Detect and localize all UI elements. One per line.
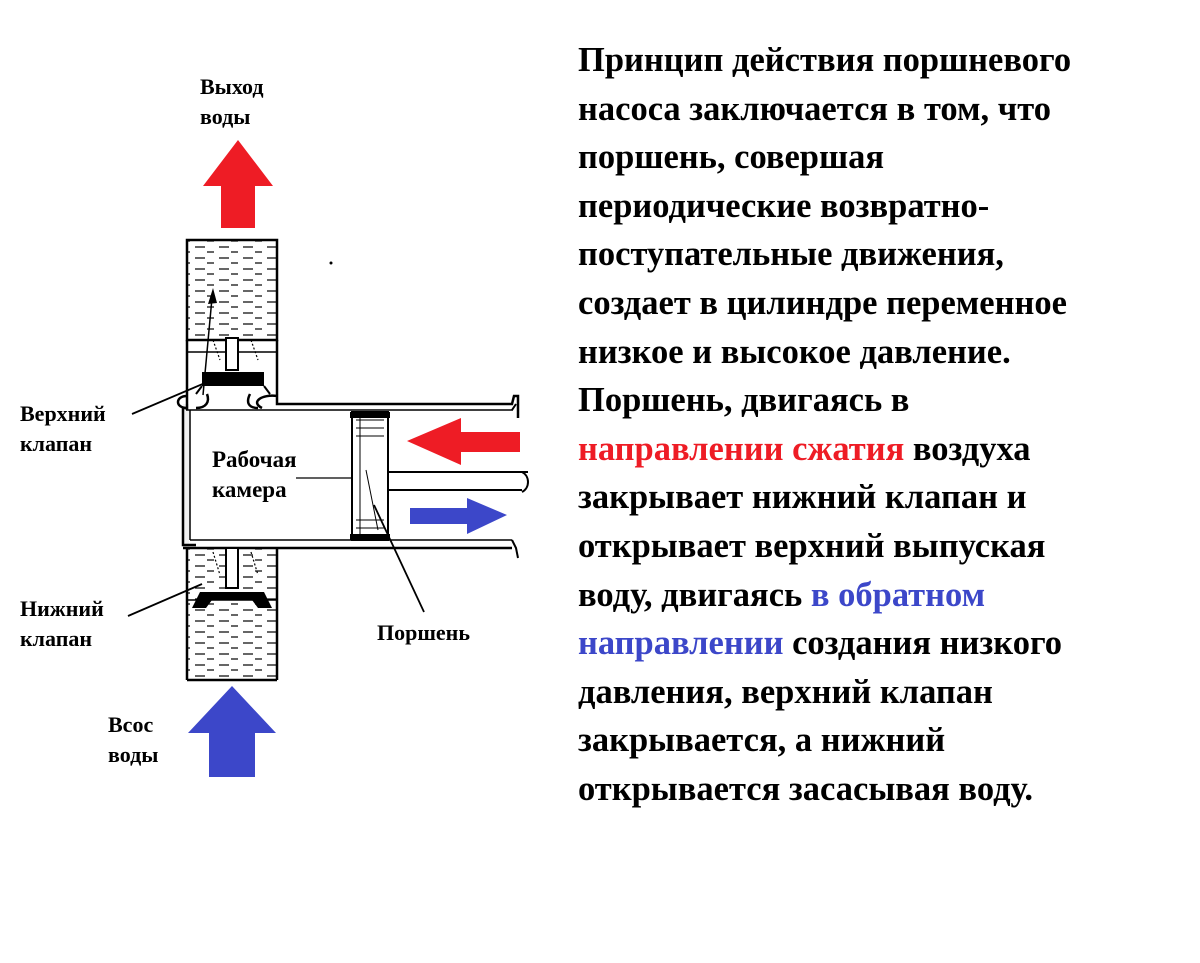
piston-label: Поршень — [377, 620, 470, 645]
working-chamber-label: Рабочая камера — [212, 447, 297, 502]
outlet-label: Выход воды — [200, 74, 264, 129]
explanation-line: открывает верхний выпуская — [578, 522, 1194, 571]
explanation-line: Поршень, двигаясь в — [578, 376, 1194, 425]
explanation-segment: воду, двигаясь — [578, 575, 811, 614]
explanation-segment: открывает верхний выпуская — [578, 526, 1046, 565]
piston-pump-diagram — [127, 140, 529, 777]
explanation-segment: поршень, совершая — [578, 138, 885, 177]
explanation-segment: закрывает нижний клапан и — [578, 478, 1027, 517]
explanation-segment: давления, верхний клапан — [578, 672, 993, 711]
working-chamber-wall — [176, 394, 520, 547]
explanation-segment: воздуха — [904, 429, 1031, 468]
explanation-line: низкое и высокое давление. — [578, 328, 1194, 377]
explanation-segment: открывается засасывая воду. — [578, 769, 1033, 808]
explanation-segment: Принцип действия поршневого — [578, 41, 1072, 79]
explanation-line: давления, верхний клапан — [578, 668, 1194, 717]
explanation-segment: низкое и высокое давление. — [578, 332, 1011, 371]
explanation-segment: периодические возвратно- — [578, 186, 990, 225]
explanation-segment: поступательные движения, — [578, 235, 1004, 274]
explanation-segment: создает в цилиндре переменное — [578, 283, 1067, 322]
explanation-line: закрывается, а нижний — [578, 716, 1194, 765]
intake-label: Всос воды — [108, 712, 159, 767]
explanation-line: направлении сжатия воздуха — [578, 425, 1194, 474]
highlighted-phrase: направлении — [578, 624, 784, 663]
explanation-line: воду, двигаясь в обратном — [578, 571, 1194, 620]
highlighted-phrase: направлении сжатия — [578, 429, 905, 468]
lower-valve-label: Нижний клапан — [20, 596, 104, 651]
outlet-arrow — [203, 140, 273, 228]
explanation-segment: создания низкого — [783, 624, 1062, 663]
piston — [296, 411, 529, 541]
upper-pipe — [185, 238, 279, 342]
explanation-line: Принцип действия поршневого — [578, 36, 1194, 85]
upper-valve-label: Верхний клапан — [20, 401, 106, 456]
explanation-line: насоса заключается в том, что — [578, 85, 1194, 134]
explanation-line: периодические возвратно- — [578, 182, 1194, 231]
explanation-segment: насоса заключается в том, что — [578, 89, 1051, 128]
compression-arrow — [407, 418, 520, 465]
upper-valve — [195, 337, 271, 395]
explanation-line: направлении создания низкого — [578, 619, 1194, 668]
highlighted-phrase: в обратном — [810, 575, 986, 614]
explanation-line: поршень, совершая — [578, 133, 1194, 182]
explanation-segment: Поршень, двигаясь в — [578, 381, 910, 420]
explanation-line: закрывает нижний клапан и — [578, 473, 1194, 522]
explanation-text: Принцип действия поршневого насоса заключ… — [578, 36, 1194, 814]
explanation-line: поступательные движения, — [578, 230, 1194, 279]
return-arrow — [410, 498, 507, 534]
lower-valve — [192, 547, 272, 608]
explanation-line: открывается засасывая воду. — [578, 765, 1194, 814]
explanation-segment: закрывается, а нижний — [578, 721, 946, 760]
explanation-line: создает в цилиндре переменное — [578, 279, 1194, 328]
intake-arrow — [188, 686, 276, 777]
